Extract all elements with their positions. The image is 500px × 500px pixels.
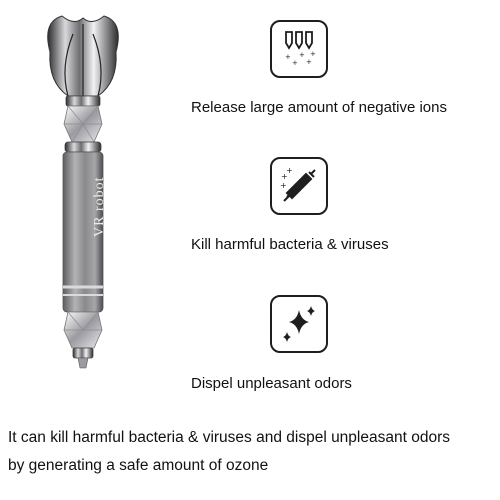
svg-text:+: + (281, 172, 288, 181)
svg-text:+: + (280, 181, 287, 190)
description-line-1: It can kill harmful bacteria & viruses a… (8, 429, 450, 446)
brand-logo: VR robot (92, 176, 107, 238)
product-image: VR robot (28, 12, 138, 384)
description-line-2: by generating a safe amount of ozone (8, 457, 269, 474)
svg-text:+: + (299, 51, 305, 59)
svg-text:+: + (310, 50, 316, 58)
negative-ions-icon: ++ ++ + (270, 20, 328, 78)
svg-text:+: + (285, 53, 291, 61)
feature-label-kill-bacteria: Kill harmful bacteria & viruses (191, 236, 389, 253)
sparkles-icon (270, 295, 328, 353)
feature-label-dispel-odors: Dispel unpleasant odors (191, 375, 352, 392)
syringe-bacteria-icon: +++ (270, 157, 328, 215)
feature-label-negative-ions: Release large amount of negative ions (191, 99, 447, 116)
car-ionizer-illustration (47, 15, 119, 369)
svg-text:+: + (306, 58, 312, 66)
svg-text:+: + (292, 59, 298, 67)
svg-text:+: + (286, 166, 293, 175)
